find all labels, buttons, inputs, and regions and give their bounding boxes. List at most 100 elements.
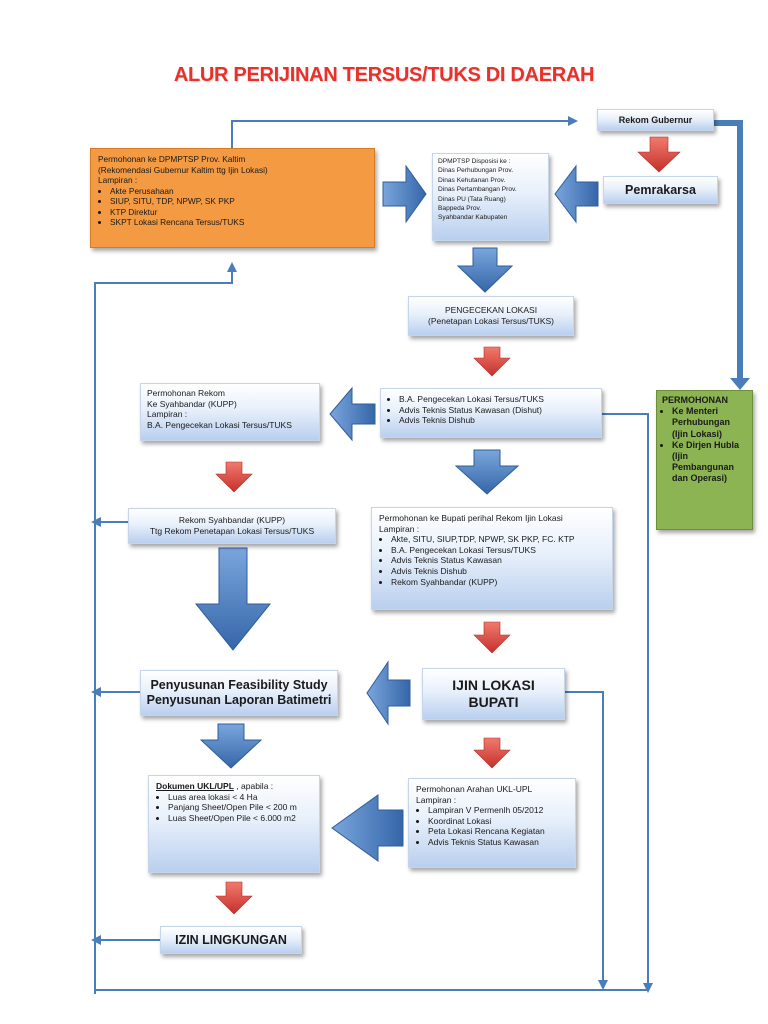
permohonan-menteri-title: PERMOHONAN [662, 395, 729, 405]
ijin-lokasi-bupati-box: IJIN LOKASI BUPATI [422, 668, 565, 720]
ijin-lokasi-line2: BUPATI [468, 694, 519, 710]
list-item: Advis Teknis Status Kawasan (Dishut) [399, 405, 595, 416]
dokumen-ukl-rest: , apabila : [233, 781, 274, 791]
red-arrow-pengecekan [473, 346, 511, 377]
permohonan-menteri-list: Ke Menteri Perhubungan (Ijin Lokasi) Ke … [662, 406, 747, 484]
list-item: Akte, SITU, SIUP,TDP, NPWP, SK PKP, FC. … [391, 534, 605, 545]
disposisi-line: Bappeda Prov. [438, 205, 482, 213]
rekom-syahbandar-box: Rekom Syahbandar (KUPP) Ttg Rekom Peneta… [128, 508, 336, 544]
list-item: B.A. Pengecekan Lokasi Tersus/TUKS [391, 545, 605, 556]
list-item: KTP Direktur [110, 207, 367, 218]
list-item: Ke Dirjen Hubla (Ijin Pembangunan dan Op… [672, 440, 747, 485]
permohonan-rekom-line: Ke Syahbandar (KUPP) [147, 398, 237, 409]
list-item: Advis Teknis Dishub [391, 566, 605, 577]
red-arrow-rekom [215, 461, 253, 493]
rekom-gubernur-box: Rekom Gubernur [597, 109, 714, 131]
permohonan-arahan-line2: Lampiran : [416, 794, 457, 805]
izin-lingkungan-box: IZIN LINGKUNGAN [160, 926, 302, 954]
permohonan-rekom-box: Permohonan Rekom Ke Syahbandar (KUPP) La… [140, 383, 320, 441]
red-arrow-gubernur [637, 136, 681, 173]
permohonan-dpmptsp-line3: Lampiran : [98, 175, 138, 185]
disposisi-line: Dinas Pertambangan Prov. [438, 186, 517, 194]
rekom-syahbandar-line1: Rekom Syahbandar (KUPP) [178, 515, 286, 526]
dokumen-ukl-box: Dokumen UKL/UPL , apabila : Luas area lo… [148, 775, 320, 873]
permohonan-bupati-list: Akte, SITU, SIUP,TDP, NPWP, SK PKP, FC. … [379, 534, 605, 587]
thin-arrowheads [91, 116, 653, 993]
permohonan-dpmptsp-line1: Permohonan ke DPMPTSP Prov. Kaltim [98, 154, 246, 164]
arrow-down-ba [454, 449, 520, 495]
permohonan-dpmptsp-box: Permohonan ke DPMPTSP Prov. Kaltim (Reko… [90, 148, 375, 248]
arrow-left-ba-to-rekom [329, 386, 376, 442]
dokumen-ukl-list: Luas area lokasi < 4 Ha Panjang Sheet/Op… [156, 792, 312, 824]
permohonan-rekom-line: Permohonan Rekom [147, 388, 225, 398]
list-item: Lampiran V Permenlh 05/2012 [428, 805, 568, 816]
red-arrow-ijin [473, 737, 511, 769]
disposisi-box: DPMPTSP Disposisi ke : Dinas Perhubungan… [432, 153, 549, 241]
feasibility-box: Penyusunan Feasibility Study Penyusunan … [140, 670, 338, 716]
red-arrow-dokumen [215, 881, 253, 915]
arrow-right-orange-to-disposisi [382, 164, 427, 224]
pengecekan-line2: (Penetapan Lokasi Tersus/TUKS) [428, 316, 554, 326]
pengecekan-lokasi-box: PENGECEKAN LOKASI (Penetapan Lokasi Ters… [408, 296, 574, 336]
disposisi-line: Dinas PU (Tata Ruang) [438, 195, 506, 203]
list-item: Rekom Syahbandar (KUPP) [391, 577, 605, 588]
permohonan-rekom-line: B.A. Pengecekan Lokasi Tersus/TUKS [147, 419, 292, 430]
permohonan-bupati-line1: Permohonan ke Bupati perihal Rekom Ijin … [379, 513, 563, 523]
izin-lingkungan-label: IZIN LINGKUNGAN [175, 932, 287, 947]
permohonan-bupati-box: Permohonan ke Bupati perihal Rekom Ijin … [371, 507, 613, 610]
line-to-rekom-gubernur [231, 120, 570, 148]
permohonan-dpmptsp-list: Akte Perusahaan SIUP, SITU, TDP, NPWP, S… [98, 186, 367, 228]
list-item: SIUP, SITU, TDP, NPWP, SK PKP [110, 196, 367, 207]
dokumen-ukl-heading: Dokumen UKL/UPL , apabila : [156, 781, 312, 792]
disposisi-line: Dinas Perhubungan Prov. [438, 167, 514, 175]
list-item: Akte Perusahaan [110, 186, 367, 197]
disposisi-line: DPMPTSP Disposisi ke : [438, 158, 511, 165]
pemrakarsa-box: Pemrakarsa [603, 176, 718, 204]
permohonan-dpmptsp-line2: (Rekomendasi Gubernur Kaltim ttg Ijin Lo… [98, 164, 268, 175]
arrow-left-pemrakarsa-to-disposisi [554, 164, 599, 224]
arrow-left-arahan-to-dokumen [331, 794, 404, 862]
right-line-ijin [565, 691, 604, 985]
arrow-down-feasibility [199, 723, 263, 769]
list-item: Ke Menteri Perhubungan (Ijin Lokasi) [672, 406, 747, 440]
list-item: Koordinat Lokasi [428, 816, 568, 827]
permohonan-arahan-box: Permohonan Arahan UKL-UPL Lampiran : Lam… [408, 778, 576, 868]
list-item: Peta Lokasi Rencana Kegiatan [428, 826, 568, 837]
ba-pengecekan-box: B.A. Pengecekan Lokasi Tersus/TUKS Advis… [380, 388, 602, 438]
rekom-syahbandar-line2: Ttg Rekom Penetapan Lokasi Tersus/TUKS [149, 526, 315, 536]
red-arrow-bupati [473, 621, 511, 654]
list-item: Panjang Sheet/Open Pile < 200 m [168, 802, 312, 813]
feasibility-line2: Penyusunan Laporan Batimetri [146, 693, 332, 707]
red-arrows [215, 136, 681, 915]
disposisi-line: Syahbandar Kabupaten [438, 214, 508, 222]
list-item: B.A. Pengecekan Lokasi Tersus/TUKS [399, 394, 595, 405]
page-title: ALUR PERIJINAN TERSUS/TUKS DI DAERAH [173, 64, 595, 86]
permohonan-arahan-line1: Permohonan Arahan UKL-UPL [416, 784, 533, 794]
pengecekan-line1: PENGECEKAN LOKASI [444, 305, 538, 316]
thin-connectors [94, 120, 649, 994]
thick-connector-gubernur [714, 120, 750, 390]
permohonan-menteri-box: PERMOHONAN Ke Menteri Perhubungan (Ijin … [656, 390, 753, 530]
list-item: Luas area lokasi < 4 Ha [168, 792, 312, 803]
permohonan-arahan-list: Lampiran V Permenlh 05/2012 Koordinat Lo… [416, 805, 568, 847]
list-item: Advis Teknis Status Kawasan [428, 837, 568, 848]
arrow-down-rekom-syahbandar-big [194, 547, 272, 651]
ba-list: B.A. Pengecekan Lokasi Tersus/TUKS Advis… [387, 394, 595, 426]
permohonan-bupati-line2: Lampiran : [379, 523, 420, 534]
permohonan-rekom-line: Lampiran : [147, 409, 188, 420]
arrow-left-ijin-to-feasibility [366, 660, 411, 726]
list-item: Advis Teknis Status Kawasan [391, 555, 605, 566]
disposisi-line: Dinas Kehutanan Prov. [438, 176, 506, 184]
right-line-ba [95, 413, 649, 991]
ijin-lokasi-line1: IJIN LOKASI [452, 677, 535, 693]
list-item: Advis Teknis Dishub [399, 415, 595, 426]
list-item: SKPT Lokasi Rencana Tersus/TUKS [110, 217, 367, 228]
pemrakarsa-label: Pemrakarsa [625, 182, 696, 197]
rekom-gubernur-label: Rekom Gubernur [618, 114, 693, 125]
left-return-line [94, 268, 233, 994]
list-item: Luas Sheet/Open Pile < 6.000 m2 [168, 813, 312, 824]
feasibility-line1: Penyusunan Feasibility Study [150, 678, 328, 692]
arrow-down-disposisi [456, 247, 514, 293]
dokumen-ukl-bold: Dokumen UKL/UPL [156, 781, 234, 791]
